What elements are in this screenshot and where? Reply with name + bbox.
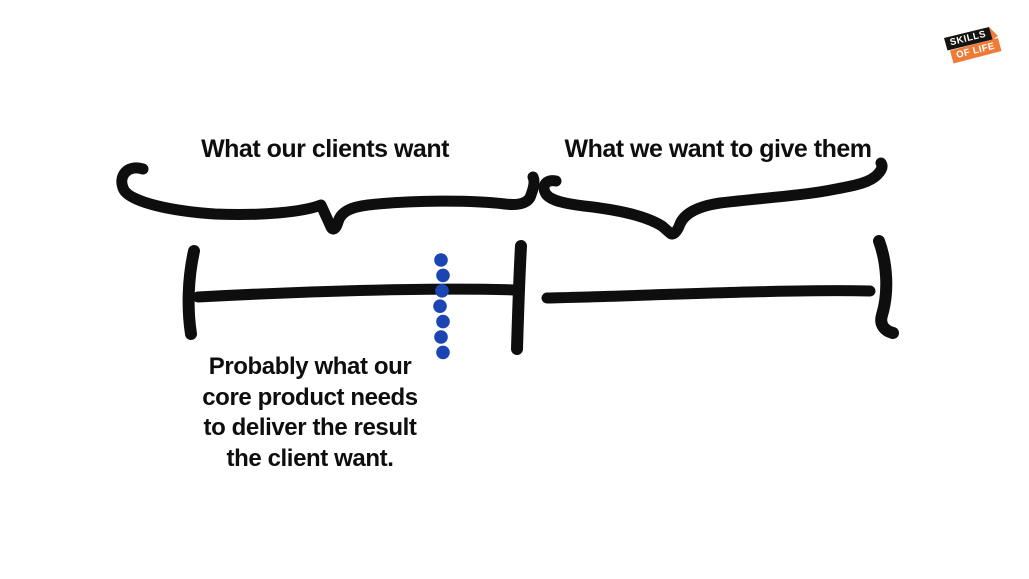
left-section-label: What our clients want xyxy=(201,135,449,163)
divider-dot xyxy=(434,330,448,344)
logo-banner-bottom xyxy=(950,38,1002,64)
divider-dot xyxy=(435,284,449,298)
left-segment-line xyxy=(192,283,521,303)
annotation-line: Probably what our xyxy=(208,353,412,380)
divider-dots xyxy=(433,253,450,360)
divider-dot xyxy=(436,314,450,329)
divider-dot xyxy=(436,345,450,360)
annotation-line: core product needs xyxy=(202,383,418,411)
left-segment-start-cap xyxy=(182,245,200,340)
annotation-line: to deliver the result xyxy=(203,414,417,441)
logo-banner-top xyxy=(944,27,993,51)
divider-dot xyxy=(434,253,448,267)
right-segment-line xyxy=(541,285,876,304)
left-segment-end-cap xyxy=(511,240,527,355)
annotation-line: the client want. xyxy=(226,444,394,472)
divider-dot xyxy=(433,299,447,314)
divider-dot xyxy=(436,268,450,283)
annotation-text: Probably what our core product needs to … xyxy=(183,352,437,474)
left-brace xyxy=(116,162,540,235)
right-brace xyxy=(538,157,888,240)
skills-of-life-logo: SKILLS OF LIFE xyxy=(944,27,1002,64)
right-segment-end-cap xyxy=(873,235,899,339)
right-section-label: What we want to give them xyxy=(564,135,872,163)
